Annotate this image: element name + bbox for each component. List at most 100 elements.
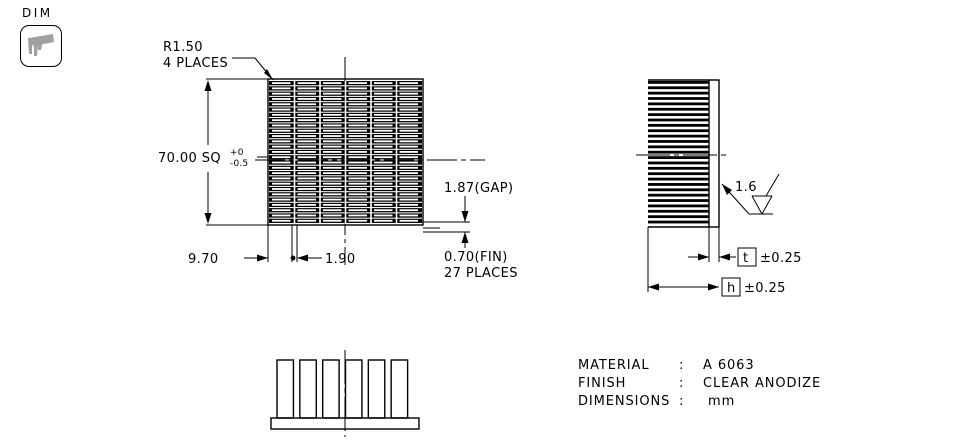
fin-slot [272, 108, 291, 111]
dim-9-70 [244, 225, 269, 262]
fin-slot [297, 156, 316, 159]
side-fin [648, 150, 709, 154]
fin-slot [297, 108, 316, 111]
fin-slot [272, 188, 291, 190]
side-fin [648, 134, 709, 138]
caliper-icon [28, 34, 54, 56]
note-label-1: FINISH [578, 376, 626, 391]
fin-slot [272, 203, 291, 206]
fin-slot [399, 166, 418, 169]
side-fin [648, 204, 709, 208]
fin-slot [272, 209, 291, 212]
fin-slot [374, 124, 393, 127]
fin-slot [399, 103, 418, 106]
height-dimension [647, 227, 741, 297]
note-label-0: MATERIAL [578, 358, 649, 373]
fin-slot [374, 188, 393, 190]
fin-slot [323, 135, 342, 137]
fin-slot [297, 135, 316, 137]
fin-slot [297, 219, 316, 222]
front-fin [299, 359, 317, 419]
fin-slot [399, 124, 418, 127]
fin-slot [348, 108, 367, 111]
fin-slot [272, 92, 291, 95]
fin-slot [297, 145, 316, 148]
fin-slot [399, 92, 418, 95]
fin-slot [374, 145, 393, 148]
fin-slot [399, 214, 418, 217]
side-fin [648, 118, 709, 122]
dim-tool-button[interactable] [20, 25, 62, 67]
fin-slot [297, 177, 316, 180]
front-view [270, 350, 420, 437]
top-view: R1.50 4 PLACES 70.00 SQ +0 -0.5 [158, 40, 517, 281]
fin-slot [323, 151, 342, 153]
fin-slot [348, 140, 367, 143]
surface-finish-symbol [721, 173, 780, 215]
fin-slot [348, 119, 367, 122]
fin-slot [323, 92, 342, 95]
fin-slot [272, 119, 291, 122]
fin-slot [348, 82, 367, 84]
front-fin [344, 359, 363, 419]
fin-slot [348, 151, 367, 153]
fin-slot [374, 113, 393, 116]
fin-slot [399, 108, 418, 111]
square-dimension [204, 78, 268, 226]
fin-slot [272, 87, 291, 90]
side-fin [648, 209, 709, 213]
side-fin [648, 193, 709, 197]
fin-slot [399, 151, 418, 153]
fin-slot [374, 129, 393, 132]
fin-slot [374, 203, 393, 206]
side-fin [648, 140, 709, 143]
fin-slot [348, 103, 367, 106]
fin-slot [323, 209, 342, 212]
front-fin [367, 359, 386, 419]
front-base-plate [270, 417, 420, 430]
note-label-2: DIMENSIONS [578, 394, 670, 409]
fin-slot [399, 113, 418, 116]
side-fin [648, 161, 709, 165]
fin-slot [399, 145, 418, 148]
side-fin [648, 129, 709, 133]
note-value-0: A 6063 [703, 358, 755, 373]
side-fin [648, 177, 709, 181]
gap-dim-value: 1.87(GAP) [444, 181, 514, 196]
fin-slot [272, 135, 291, 137]
fin-slot [399, 98, 418, 100]
fin-slot [399, 203, 418, 206]
fin-slot [399, 209, 418, 212]
side-fin [648, 199, 709, 202]
side-fin [648, 86, 709, 90]
side-fin [648, 172, 709, 176]
fin-slot [272, 172, 291, 174]
fin-slot [272, 219, 291, 222]
side-fin [648, 145, 709, 149]
side-view: 1.6 t ±0.25 h ±0.25 [636, 79, 801, 297]
fin-slot [272, 214, 291, 217]
fin-slot [272, 182, 291, 185]
fin-slot [323, 203, 342, 206]
fin-slot [374, 98, 393, 100]
fin-slot [348, 135, 367, 137]
fin-slot [348, 98, 367, 100]
side-fin [648, 107, 709, 111]
fin-slot [399, 161, 418, 164]
dim-tool-group[interactable]: DIM [0, 0, 100, 80]
fin-slot [323, 129, 342, 132]
fin-slot [348, 193, 367, 196]
fin-slot [323, 172, 342, 174]
fin-slot [297, 166, 316, 169]
square-dim-value: 70.00 SQ [158, 151, 221, 166]
fin-slot [374, 87, 393, 90]
fin-slot [399, 193, 418, 196]
fin-slot [272, 98, 291, 100]
fin-slot [323, 82, 342, 84]
front-fin [390, 359, 409, 419]
fin-slot [297, 98, 316, 100]
fin-slot [323, 214, 342, 217]
base-plate [708, 79, 720, 228]
thickness-symbol: t [743, 251, 749, 266]
